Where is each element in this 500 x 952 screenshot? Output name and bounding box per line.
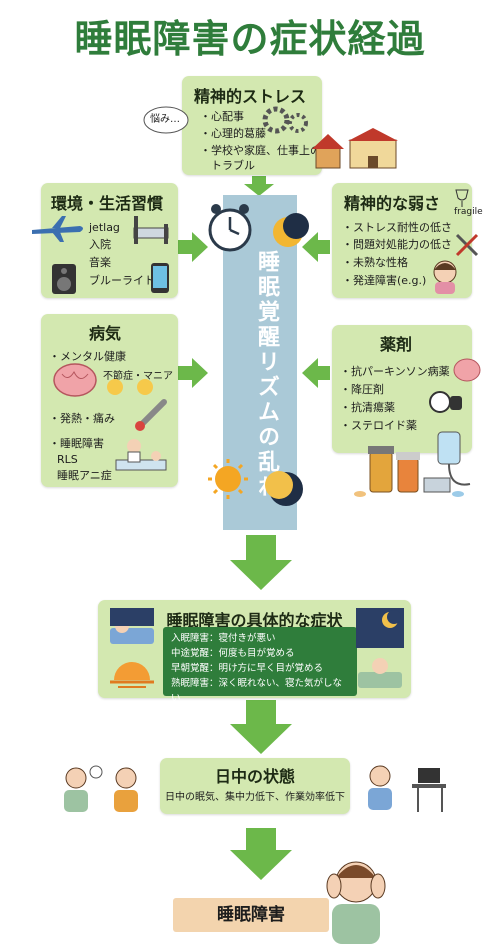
env-item: 入院 xyxy=(89,238,111,251)
symptom-line: 熟眠障害：深く眠れない、寝た気がしない xyxy=(171,678,343,704)
speaker-icon xyxy=(52,264,76,294)
weak-item: ・ストレス耐性の低さ xyxy=(342,221,452,234)
stress-box: 精神的ストレス ・心配事 ・心理的葛藤 ・学校や家庭、仕事上の トラブル xyxy=(182,76,322,175)
drugs-item: ・抗清瘍薬 xyxy=(340,401,395,414)
symptoms-heading: 睡眠障害の具体的な症状 xyxy=(166,611,343,630)
env-item: ブルーライト xyxy=(89,274,155,287)
drugs-heading: 薬剤 xyxy=(380,335,413,354)
house-school-icon xyxy=(312,128,398,169)
stress-heading: 精神的ストレス xyxy=(194,87,307,106)
daytime-heading: 日中の状態 xyxy=(214,767,295,786)
disease-box: 病気 ・メンタル健康 不節症・マニア ・発熱・痛み ・睡眠障害 RLS 睡眠アニ… xyxy=(41,314,178,487)
weak-heading: 精神的な弱さ xyxy=(344,194,441,213)
drugs-item: ・抗パーキンソン病薬 xyxy=(340,365,450,378)
symptom-line: 早朝覚醒：明け方に早く目が覚める xyxy=(171,663,324,674)
sleeping-bed-icon xyxy=(110,608,154,644)
airplane-icon xyxy=(32,216,83,242)
disease-item: 睡眠アニ症 xyxy=(57,469,112,482)
arrow-drugs-left xyxy=(302,358,330,388)
disease-item: ・睡眠障害 xyxy=(49,437,104,450)
emoji-faces-icon xyxy=(107,379,153,395)
brain-small-icon xyxy=(453,358,481,382)
arrow-disease-right xyxy=(178,358,208,388)
sun-moon-icon xyxy=(208,459,303,506)
night-moon-icon xyxy=(356,608,404,648)
env-item: jetlag xyxy=(89,221,120,234)
stress-bubble-text: 悩み… xyxy=(150,114,180,125)
clock-moon-icon xyxy=(208,204,309,252)
arrow-weak-left xyxy=(302,232,330,262)
weak-item: ・未熟な性格 xyxy=(342,256,408,269)
arrow-stress-down xyxy=(244,176,274,196)
blood-pressure-icon xyxy=(429,391,462,413)
arrow-to-daytime xyxy=(230,700,292,754)
weak-item: ・問題対処能力の低さ xyxy=(342,238,452,251)
stress-item: ・心配事 xyxy=(200,110,244,123)
glass-icon xyxy=(455,189,469,207)
doctor-patient-icon xyxy=(115,439,167,471)
disease-item: RLS xyxy=(57,453,78,466)
arrow-to-symptoms xyxy=(230,535,292,590)
arrow-env-right xyxy=(178,232,208,262)
headache-person-icon xyxy=(326,861,386,944)
thermometer-icon xyxy=(135,399,167,431)
tools-icon xyxy=(455,233,479,257)
sunrise-icon xyxy=(110,662,154,688)
symptoms-panel: 入眠障害：寝付きが悪い 中途覚醒：何度も目が覚める 早朝覚醒：明け方に早く目が覚… xyxy=(163,627,357,704)
tired-people-icon xyxy=(64,765,138,812)
result-box: 睡眠障害 xyxy=(173,898,329,932)
gears-icon xyxy=(262,106,308,134)
daytime-text: 日中の眠気、集中力低下、作業効率低下 xyxy=(165,792,345,803)
disease-heading: 病気 xyxy=(89,324,122,343)
awake-bed-icon xyxy=(358,658,402,688)
symptom-line: 入眠障害：寝付きが悪い xyxy=(171,633,276,644)
medicine-bottles-icon xyxy=(354,431,471,497)
brain-icon xyxy=(53,363,97,397)
thought-bubble-icon xyxy=(143,106,189,134)
drugs-item: ・ステロイド薬 xyxy=(340,419,417,432)
hospital-bed-icon xyxy=(133,216,169,244)
stress-item: ・心理的葛藤 xyxy=(200,127,266,140)
drugs-item: ・降圧剤 xyxy=(340,383,384,396)
daytime-box: 日中の状態 日中の眠気、集中力低下、作業効率低下 xyxy=(160,758,350,814)
page-title: 睡眠障害の症状経過 xyxy=(74,17,426,61)
env-item: 音楽 xyxy=(89,256,111,269)
worried-girl-icon xyxy=(433,260,457,294)
disease-item: 不節症・マニア xyxy=(103,371,173,382)
symptom-line: 中途覚醒：何度も目が覚める xyxy=(171,648,295,659)
disease-item: ・メンタル健康 xyxy=(49,350,126,363)
desk-worker-icon xyxy=(368,765,446,812)
arrow-to-result xyxy=(230,828,292,880)
stress-item: ・学校や家庭、仕事上の xyxy=(200,144,321,157)
stress-item: トラブル xyxy=(200,159,255,172)
env-heading: 環境・生活習慣 xyxy=(51,194,164,213)
weak-item: ・発達障害(e.g.) xyxy=(342,274,427,287)
fragile-label: fragile xyxy=(454,207,483,217)
rhythm-label: 睡眠覚醒リズムの乱れ xyxy=(254,250,279,500)
smartphone-icon xyxy=(151,263,169,293)
disease-item: ・発熱・痛み xyxy=(49,412,115,425)
